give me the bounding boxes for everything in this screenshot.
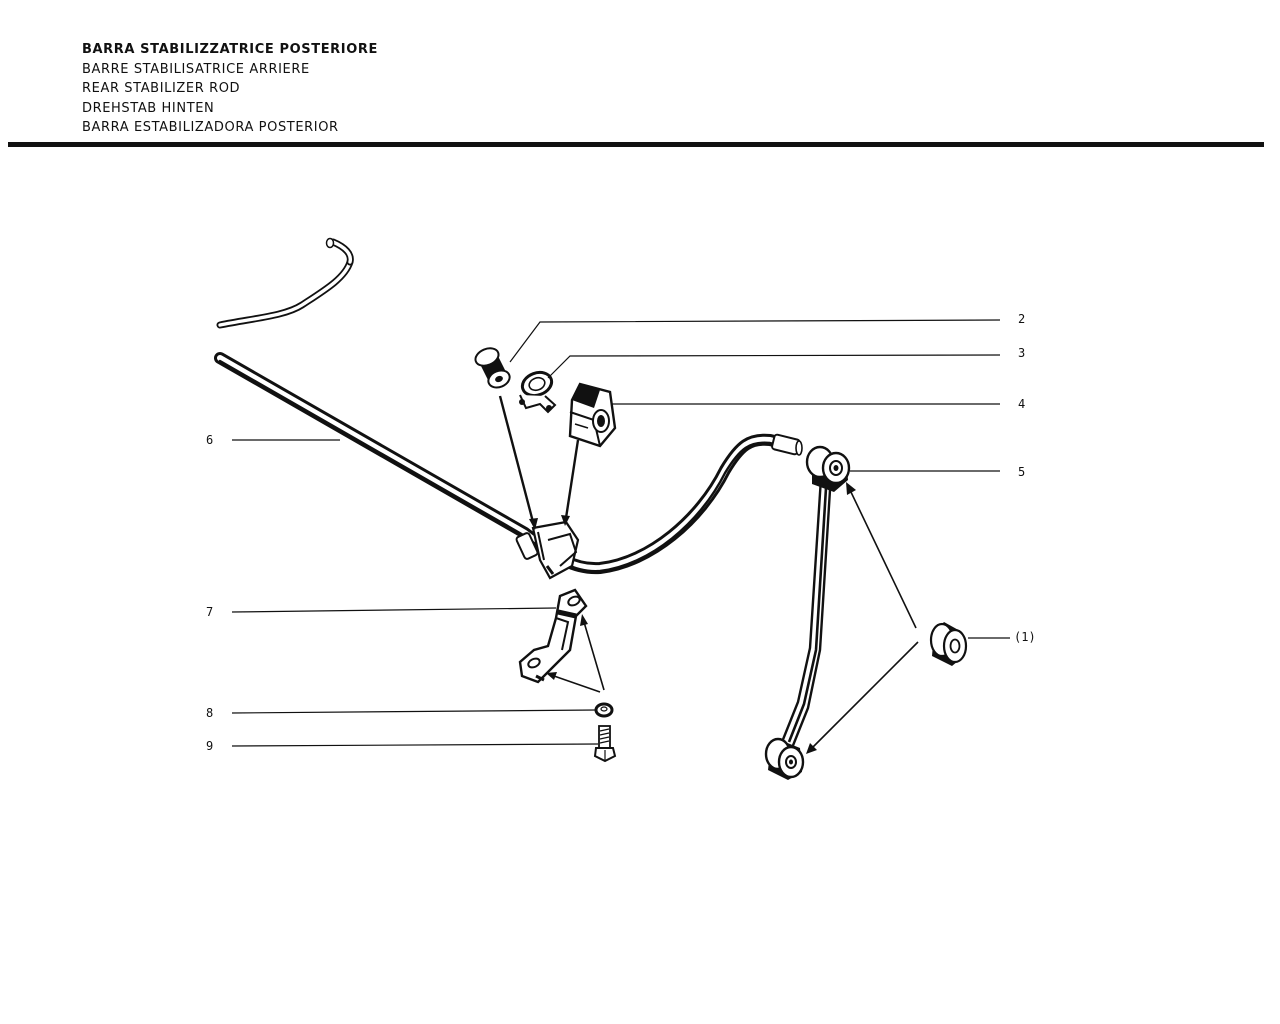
title-block: BARRA STABILIZZATRICE POSTERIORE BARRE S…	[82, 40, 378, 138]
callout-1: (1)	[1014, 630, 1036, 644]
assembly-arrows-bracket	[546, 614, 605, 693]
callout-4: 4	[1018, 397, 1025, 411]
title-spanish: BARRA ESTABILIZADORA POSTERIOR	[82, 120, 339, 135]
leader-line-8	[231, 709, 597, 714]
mounted-bushing-assembly	[515, 520, 580, 580]
link-upper-eye	[805, 445, 851, 492]
part-5-drop-link	[764, 445, 851, 780]
upper-rod-segment	[216, 238, 354, 329]
callout-6: 6	[206, 433, 213, 447]
part-9-bolt	[593, 725, 617, 763]
part-4-rubber-block	[568, 382, 617, 448]
part-3-clamp	[519, 370, 557, 414]
leader-line-9	[231, 743, 599, 747]
link-lower-eye	[764, 737, 805, 780]
upper-rod-end	[325, 237, 335, 249]
callout-9: 9	[206, 739, 213, 753]
title-french: BARRE STABILISATRICE ARRIERE	[82, 61, 310, 77]
header-rule	[8, 142, 1264, 147]
leader-line-3	[547, 354, 1001, 379]
part-2-bushing	[474, 347, 511, 389]
title-german: DREHSTAB HINTEN	[82, 100, 215, 116]
leader-line-7	[231, 607, 557, 613]
callout-8: 8	[206, 706, 213, 720]
title-italian: BARRA STABILIZZATRICE POSTERIORE	[82, 42, 378, 57]
leader-line-2	[509, 319, 1001, 363]
callout-5: 5	[1018, 465, 1025, 479]
callout-7: 7	[206, 605, 213, 619]
callout-3: 3	[1018, 346, 1025, 360]
callout-2: 2	[1018, 312, 1025, 326]
stabilizer-bar	[214, 352, 801, 575]
leader-lines	[231, 319, 1010, 747]
stabilizer-bar-end	[771, 433, 803, 456]
part-1-eye-bushing	[929, 622, 968, 666]
part-8-washer	[594, 702, 614, 718]
assembly-arrows-bushing	[806, 482, 919, 754]
title-english: REAR STABILIZER ROD	[82, 81, 241, 96]
assembly-arrows-upper	[498, 395, 580, 530]
part-7-clamp-bracket	[518, 588, 588, 684]
callout-labels: 2 3 4 5 (1) 6 7 8 9	[206, 312, 1036, 753]
